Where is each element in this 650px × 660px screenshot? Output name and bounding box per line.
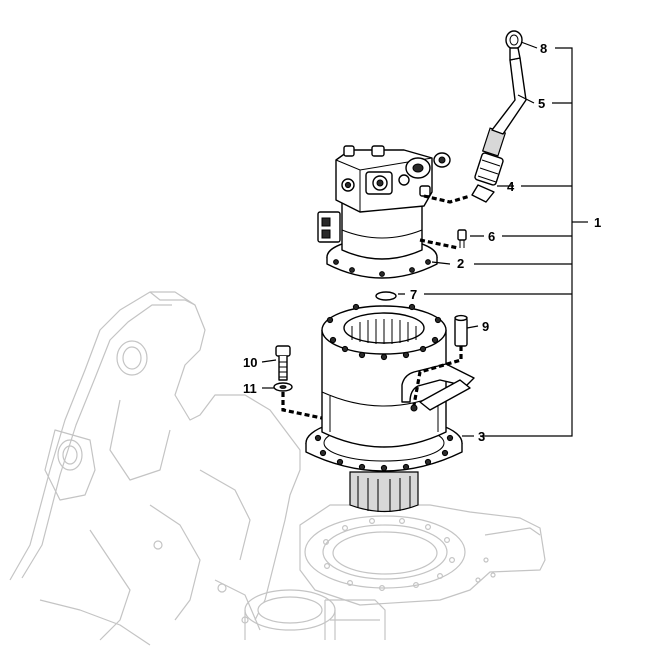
callout-7: 7	[410, 287, 417, 302]
callout-2: 2	[457, 256, 464, 271]
callout-11: 11	[243, 381, 257, 396]
callout-10: 10	[243, 355, 257, 370]
callout-9: 9	[482, 319, 489, 334]
o-ring	[375, 291, 397, 301]
swing-reduction-gear	[305, 303, 475, 513]
callout-leaders	[261, 41, 588, 437]
callout-1: 1	[594, 215, 601, 230]
callout-6: 6	[488, 229, 495, 244]
assembly-dash-lines	[281, 194, 471, 420]
callout-4: 4	[507, 179, 515, 194]
swing-motor	[317, 145, 451, 279]
callout-8: 8	[540, 41, 547, 56]
machine-frame-ghost	[9, 291, 546, 646]
callout-3: 3	[478, 429, 485, 444]
callout-5: 5	[538, 96, 545, 111]
loose-fasteners	[273, 229, 468, 392]
drain-hose-assembly	[471, 30, 527, 203]
